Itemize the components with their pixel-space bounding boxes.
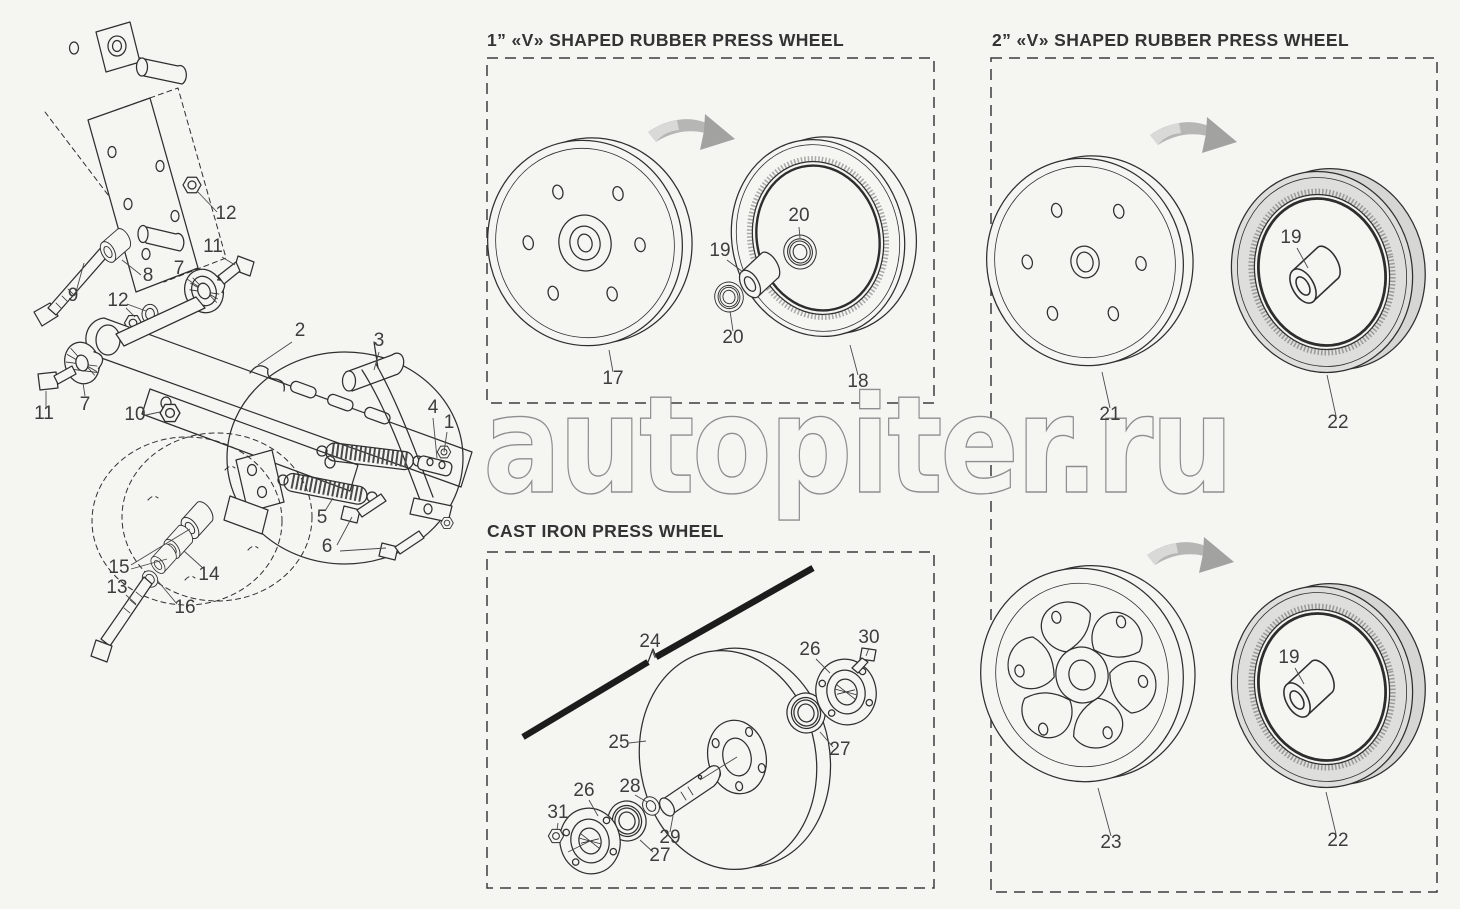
callout-leaders [45,190,1337,853]
nut-10 [159,403,181,423]
part-label: 18 [847,371,868,392]
part-label: 14 [198,564,220,585]
nut-12-top [182,176,202,194]
part-label: 5 [317,507,328,528]
part-label: 1 [444,412,455,433]
wheel-21 [986,155,1194,367]
scraper-24 [521,565,815,740]
part-label: 19 [1278,647,1299,668]
callout-labels: 12 11 8 7 9 12 2 3 11 7 10 4 1 5 6 15 14… [34,203,1348,866]
part-label: 13 [106,577,127,598]
tire-18 [730,136,918,338]
press-arm-2 [85,296,473,492]
part-label: 7 [174,258,185,279]
part-label: 29 [659,827,680,848]
part-label: 26 [573,780,594,801]
panel-cast-iron-title: CAST IRON PRESS WHEEL [487,521,724,541]
watermark-text: autopiter.ru [483,367,1231,524]
part-label: 17 [602,368,623,389]
part-label: 19 [1280,227,1301,248]
panel-one-inch: 1” «V» SHAPED RUBBER PRESS WHEEL [486,30,935,404]
bolt-30 [851,647,877,674]
part-label: 10 [124,404,145,425]
part-label: 24 [639,631,661,652]
part-label: 19 [709,240,730,261]
mount-bracket [44,21,227,293]
panel-one-inch-title: 1” «V» SHAPED RUBBER PRESS WHEEL [487,30,844,50]
panel-cast-iron: CAST IRON PRESS WHEEL [486,521,935,889]
bolt-11-bottom [37,365,77,391]
panel-two-inch-title: 2” «V» SHAPED RUBBER PRESS WHEEL [992,30,1349,50]
part-label: 8 [143,265,154,286]
part-label: 28 [619,776,640,797]
ghost-wheel-dashed [91,432,313,606]
wheel-23 [980,564,1196,783]
part-label: 22 [1327,412,1348,433]
hub-hardware [90,498,220,663]
part-label: 12 [215,203,236,224]
part-label: 27 [829,739,850,760]
assemble-arrow-icon [1147,537,1234,573]
part-label: 3 [374,330,385,351]
bolt-11-top [217,255,255,285]
part-label: 11 [203,236,223,257]
part-label: 4 [428,397,439,418]
part-label: 22 [1327,830,1348,851]
panel-two-inch-border [990,57,1438,893]
part-label: 12 [107,290,128,311]
part-label: 20 [722,327,743,348]
part-label: 16 [174,597,195,618]
assemble-arrow-icon [1150,117,1237,153]
detail-circle [223,341,464,565]
roller-7-top [184,268,226,314]
panel-cast-iron-border [486,551,935,889]
part-label: 15 [108,557,129,578]
part-label: 25 [608,732,629,753]
part-label: 23 [1100,832,1121,853]
part-label: 7 [80,394,91,415]
part-label: 30 [858,627,879,648]
axle-29 [658,756,738,817]
wheel-17 [487,137,693,347]
assemble-arrow-icon [648,114,735,150]
part-label: 6 [322,536,333,557]
part-label: 31 [547,802,568,823]
nut-31 [547,828,565,844]
part-label: 21 [1099,404,1120,425]
panel-two-inch: 2” «V» SHAPED RUBBER PRESS WHEEL [980,30,1446,893]
part-label: 2 [295,320,306,341]
panel-one-inch-border [486,57,935,404]
part-label: 9 [68,285,79,306]
assembly-exploded-view [33,21,473,663]
part-label: 26 [799,639,820,660]
part-label: 20 [788,205,809,226]
part-label: 11 [34,403,54,424]
part-label: 27 [649,845,670,866]
